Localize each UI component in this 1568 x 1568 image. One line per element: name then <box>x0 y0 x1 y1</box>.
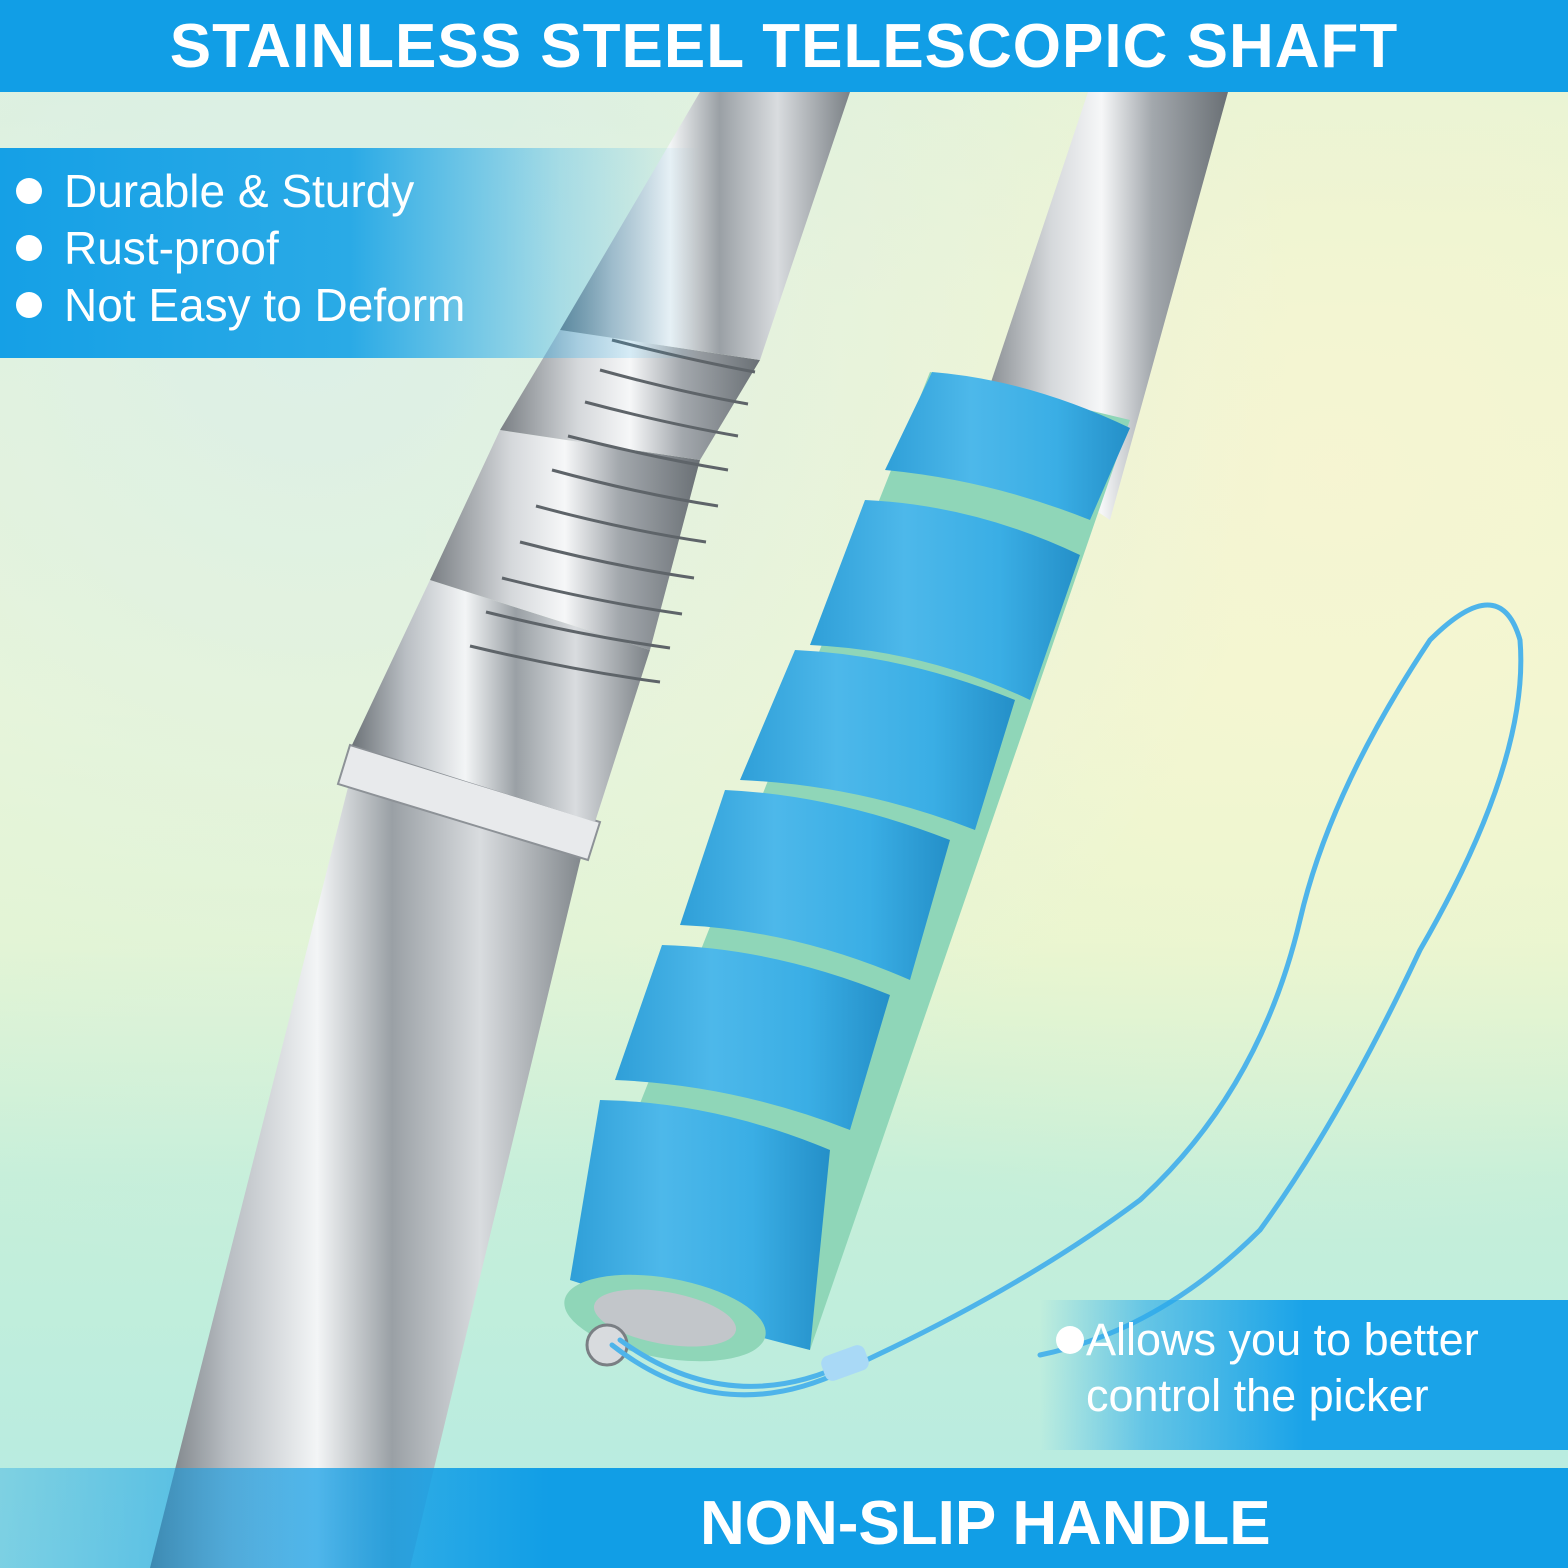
callout-line-1: Allows you to better <box>1086 1314 1479 1365</box>
feature-label: Durable & Sturdy <box>64 164 415 217</box>
feature-label: Not Easy to Deform <box>64 278 466 331</box>
feature-panel: Durable & Sturdy Rust-proof Not Easy to … <box>0 148 700 358</box>
feature-label: Rust-proof <box>64 221 279 274</box>
feature-item: Durable & Sturdy <box>16 162 465 219</box>
feature-list: Durable & Sturdy Rust-proof Not Easy to … <box>16 162 465 333</box>
top-banner: STAINLESS STEEL TELESCOPIC SHAFT <box>0 0 1568 92</box>
bullet-icon <box>16 291 42 318</box>
lanyard-strap <box>609 602 1524 1398</box>
callout-panel: Allows you to better control the picker <box>1040 1300 1568 1450</box>
feature-item: Rust-proof <box>16 219 465 276</box>
bullet-icon <box>16 177 42 204</box>
footer-title: NON-SLIP HANDLE <box>700 1489 1271 1558</box>
strap-stopper <box>821 1345 869 1381</box>
callout-line-2: control the picker <box>1086 1370 1429 1421</box>
feature-item: Not Easy to Deform <box>16 276 465 333</box>
banner-title: STAINLESS STEEL TELESCOPIC SHAFT <box>169 11 1399 81</box>
bottom-banner: NON-SLIP HANDLE <box>0 1468 1568 1568</box>
bullet-icon <box>1056 1326 1084 1354</box>
bullet-icon <box>16 234 42 261</box>
foam-handle <box>564 372 1130 1367</box>
